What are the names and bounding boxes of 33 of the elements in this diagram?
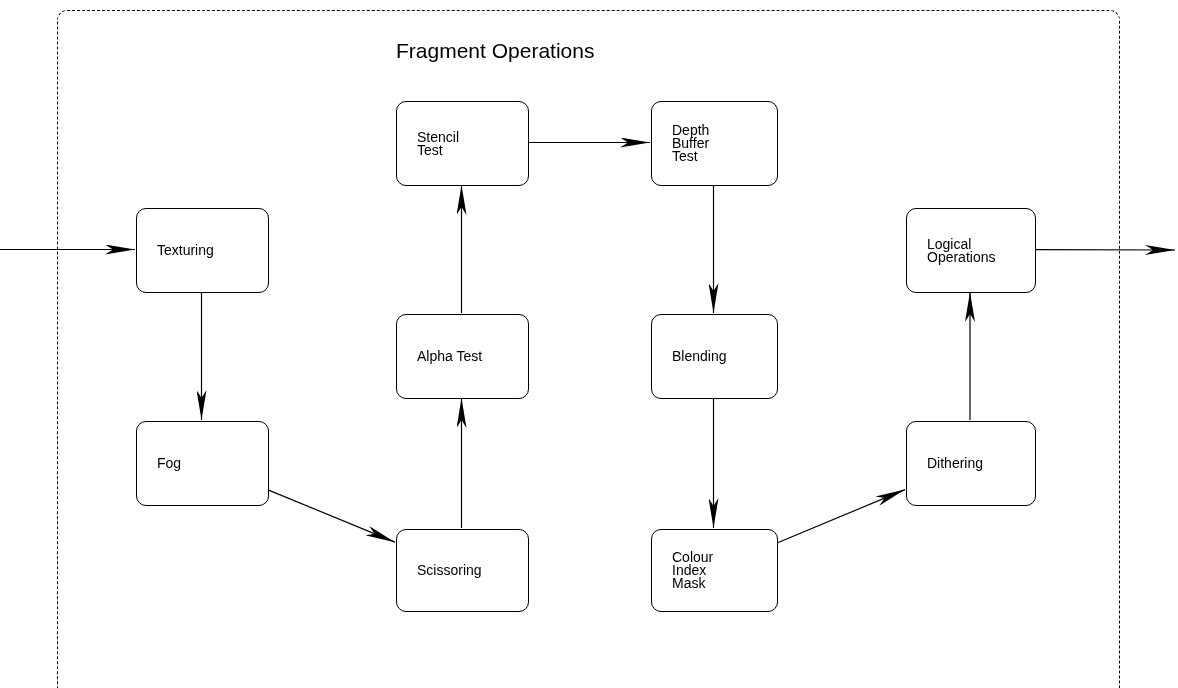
box-label: Dithering <box>927 457 984 470</box>
box-label: Blending <box>672 350 727 363</box>
process-box <box>396 529 529 612</box>
box-label: Fog <box>157 457 182 470</box>
box-label: Logical Operations <box>927 237 997 264</box>
box-label: Stencil Test <box>417 130 461 157</box>
box-label: Depth Buffer Test <box>672 124 711 163</box>
process-box <box>651 529 778 612</box>
arrow <box>196 291 207 421</box>
arrow <box>0 244 136 255</box>
arrow <box>708 397 719 529</box>
arrow <box>965 291 975 421</box>
box-label: Texturing <box>157 244 214 257</box>
process-box <box>396 314 529 399</box>
arrow <box>708 184 719 314</box>
arrow <box>267 489 396 543</box>
process-box <box>651 101 778 186</box>
box-label: Scissoring <box>417 564 482 577</box>
process-box <box>906 208 1036 293</box>
arrow <box>527 137 651 148</box>
process-box <box>396 101 529 186</box>
process-box <box>651 314 778 399</box>
arrow <box>1034 244 1176 255</box>
arrow <box>456 397 467 529</box>
group-frame <box>57 10 1120 688</box>
box-label: Alpha Test <box>417 350 483 363</box>
process-box <box>136 208 269 293</box>
box-label: Colour Index Mask <box>672 551 715 590</box>
process-box <box>906 421 1036 506</box>
group-title: Fragment Operations <box>396 39 595 63</box>
arrow <box>776 489 906 544</box>
arrow <box>456 184 467 314</box>
process-box <box>136 421 269 506</box>
